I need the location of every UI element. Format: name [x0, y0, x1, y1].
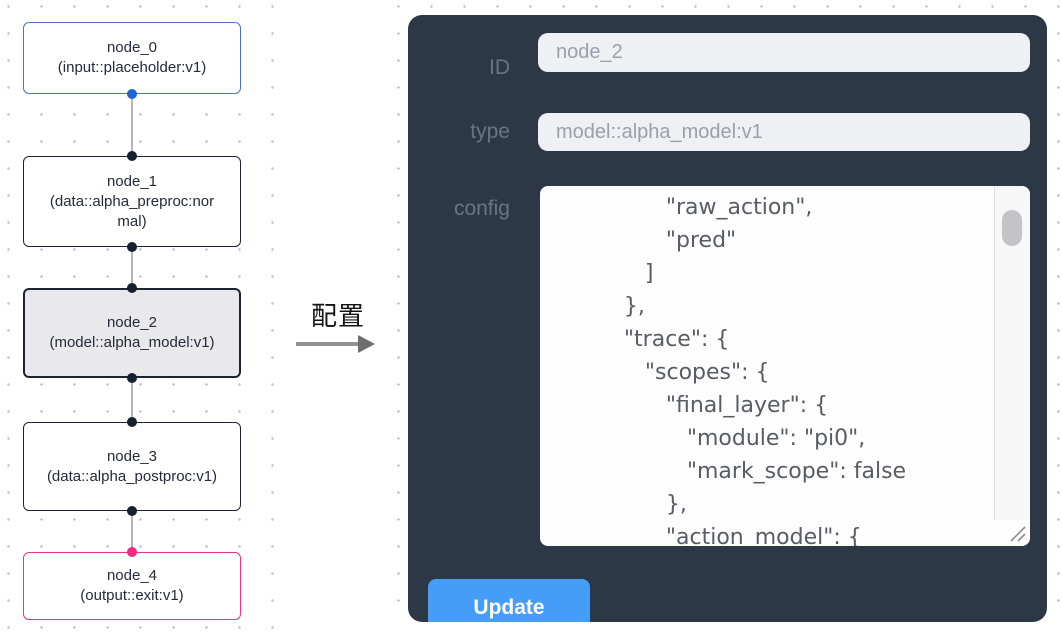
node-config-panel: ID type config "raw_action", "pred" ] },… — [408, 15, 1047, 622]
type-input[interactable] — [538, 113, 1030, 151]
config-json-text[interactable]: "raw_action", "pred" ] }, "trace": { "sc… — [623, 195, 907, 546]
scrollbar-track[interactable] — [994, 186, 1030, 520]
scrollbar-thumb[interactable] — [1002, 210, 1022, 246]
config-section: ID type config "raw_action", "pred" ] },… — [390, 0, 1062, 643]
transition-group: 配置 — [288, 296, 392, 366]
node-2[interactable]: node_2 (model::alpha_model:v1) — [23, 288, 241, 378]
output-port-node3[interactable] — [127, 506, 137, 516]
type-field-label: type — [470, 120, 510, 143]
resize-grip-icon[interactable] — [1005, 521, 1027, 543]
node-0[interactable]: node_0 (input::placeholder:v1) — [23, 22, 241, 94]
output-port-node1[interactable] — [127, 242, 137, 252]
node-title: node_1 — [106, 172, 158, 190]
edge-node1-node2 — [131, 247, 133, 288]
edge-node3-node4 — [131, 511, 133, 552]
update-button[interactable]: Update — [428, 579, 590, 622]
node-3[interactable]: node_3 (data::alpha_postproc:v1) — [23, 422, 241, 511]
node-subtitle: (input::placeholder:v1) — [57, 59, 207, 76]
edge-node0-node1 — [131, 94, 133, 156]
id-field-label: ID — [489, 56, 510, 79]
node-subtitle: (model::alpha_model:v1) — [49, 334, 215, 351]
node-title: node_2 — [106, 314, 158, 331]
edge-node2-node3 — [131, 378, 133, 422]
node-4[interactable]: node_4 (output::exit:v1) — [23, 552, 241, 620]
node-title: node_4 — [106, 567, 158, 584]
arrow-right-icon — [296, 342, 360, 346]
input-port-node3[interactable] — [127, 417, 137, 427]
input-port-node2[interactable] — [127, 283, 137, 293]
node-subtitle: (data::alpha_postproc:v1) — [46, 467, 218, 485]
pipeline-canvas[interactable]: node_0 (input::placeholder:v1) node_1 (d… — [0, 0, 286, 643]
output-port-node2[interactable] — [127, 373, 137, 383]
node-subtitle: (data::alpha_preproc:normal) — [49, 192, 215, 230]
output-port-node0[interactable] — [127, 89, 137, 99]
input-port-node4[interactable] — [127, 547, 137, 557]
input-port-node1[interactable] — [127, 151, 137, 161]
id-input[interactable] — [538, 33, 1030, 72]
node-1[interactable]: node_1 (data::alpha_preproc:normal) — [23, 156, 241, 247]
config-field-label: config — [453, 197, 510, 220]
config-textarea[interactable]: "raw_action", "pred" ] }, "trace": { "sc… — [540, 186, 1030, 546]
node-title: node_0 — [106, 39, 158, 56]
node-subtitle: (output::exit:v1) — [80, 587, 184, 604]
transition-label: 配置 — [310, 301, 365, 331]
node-title: node_3 — [106, 447, 158, 465]
arrow-right-icon-head — [358, 335, 375, 353]
